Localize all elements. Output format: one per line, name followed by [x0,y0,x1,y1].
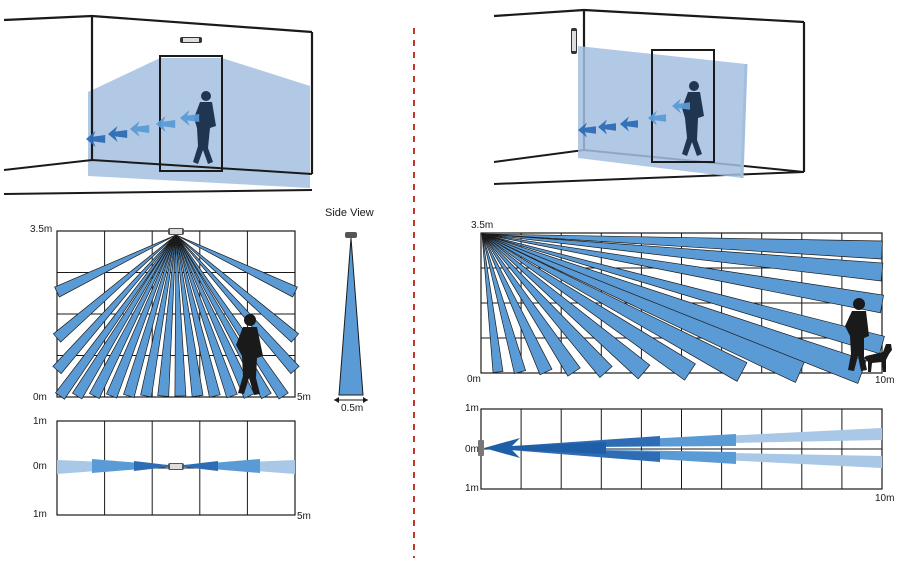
motion-arrow-icon-group [86,110,200,147]
motion-arrow-icon [86,131,106,147]
right-top-up-label: 1m [465,403,479,414]
left-top-up-label: 1m [33,416,47,427]
right-side-beam [481,233,651,380]
right-side-beams [481,233,885,384]
motion-arrow-icon [578,122,596,138]
person-walking-icon [236,314,263,395]
left-front-beam [52,234,177,343]
side-width-label: 0.5m [341,403,363,414]
motion-arrow-icon [648,110,666,126]
left-top-width-label: 5m [297,511,311,522]
right-side-beam [481,233,885,355]
right-side-beam [481,233,696,381]
left-front-bottom-label: 0m [33,392,47,403]
right-top-beam [484,448,660,462]
right-side-beam [481,233,867,384]
ceiling-sensor-icon [345,232,357,238]
right-side-beam [481,233,613,378]
left-top-view: 1m 0m 1m 5m [33,416,311,522]
left-top-beam [176,461,218,471]
side-width-dimension [334,397,368,403]
side-view: Side View 0.5m [325,207,374,414]
left-front-beam [175,234,221,398]
right-top-beam [484,438,606,458]
wall-sensor-icon [478,440,484,456]
right-top-down-label: 1m [465,483,479,494]
left-front-beam [175,234,300,343]
left-front-beam [175,234,300,375]
motion-arrow-icon [180,110,200,126]
right-top-view: 1m 0m 1m 10m [465,403,894,504]
left-front-beam [52,234,177,375]
right-coverage-area [578,46,746,178]
right-side-beam [481,233,553,376]
left-top-beams [57,459,295,474]
right-side-beam [481,233,884,282]
side-view-title: Side View [325,207,374,219]
left-front-beam [174,234,187,397]
motion-arrow-icon [156,116,176,132]
right-top-grid [480,408,883,490]
left-front-beam [55,234,177,400]
motion-arrow-icon [130,121,150,137]
left-front-beam [72,234,177,400]
wall-sensor-icon [571,28,577,54]
motion-arrow-icon [620,116,638,132]
left-front-beam [89,234,177,399]
left-front-beam [140,234,177,398]
right-door [651,49,715,163]
left-top-beam [134,461,176,471]
ceiling-sensor-icon [180,37,202,43]
right-top-beam [484,436,660,448]
left-front-beam [157,234,177,397]
right-room-illustration [493,8,806,185]
left-front-beam [106,234,177,399]
left-front-beam [175,234,238,399]
left-room-illustration [3,14,314,195]
motion-arrow-icon [108,126,128,142]
left-front-beam [123,234,177,398]
left-front-view: 3.5m 0m 5m [30,224,311,403]
left-front-width-label: 5m [297,392,311,403]
left-door [159,55,223,172]
right-side-view: 3.5m 0m 10m [467,220,894,386]
ceiling-sensor-icon [168,228,184,235]
right-side-height-label: 3.5m [471,220,493,231]
ceiling-sensor-icon [168,463,184,470]
left-front-beam [54,234,177,298]
right-side-bottom-label: 0m [467,374,481,385]
left-top-mid-label: 0m [33,461,47,472]
right-side-beam [481,233,527,374]
right-top-mid-label: 0m [465,444,479,455]
right-top-length-label: 10m [875,493,894,504]
right-side-beam [481,233,581,377]
dog-icon [864,344,892,372]
left-front-beam [175,234,255,399]
right-side-beam [481,233,883,260]
side-beam [338,237,364,396]
right-side-beam [481,233,748,382]
person-walking-icon [845,298,869,371]
right-side-beam [481,233,504,373]
left-front-beam [175,234,204,398]
motion-arrow-icon [672,98,690,114]
motion-arrow-icon-group [578,98,690,138]
left-front-beams [52,234,300,400]
right-side-length-label: 10m [875,375,894,386]
left-front-beam [175,234,289,400]
right-top-beams [484,428,882,468]
left-front-height-label: 3.5m [30,224,52,235]
left-front-beam [175,234,298,298]
right-side-beam [481,233,884,314]
left-top-down-label: 1m [33,509,47,520]
motion-arrow-icon [598,119,616,135]
